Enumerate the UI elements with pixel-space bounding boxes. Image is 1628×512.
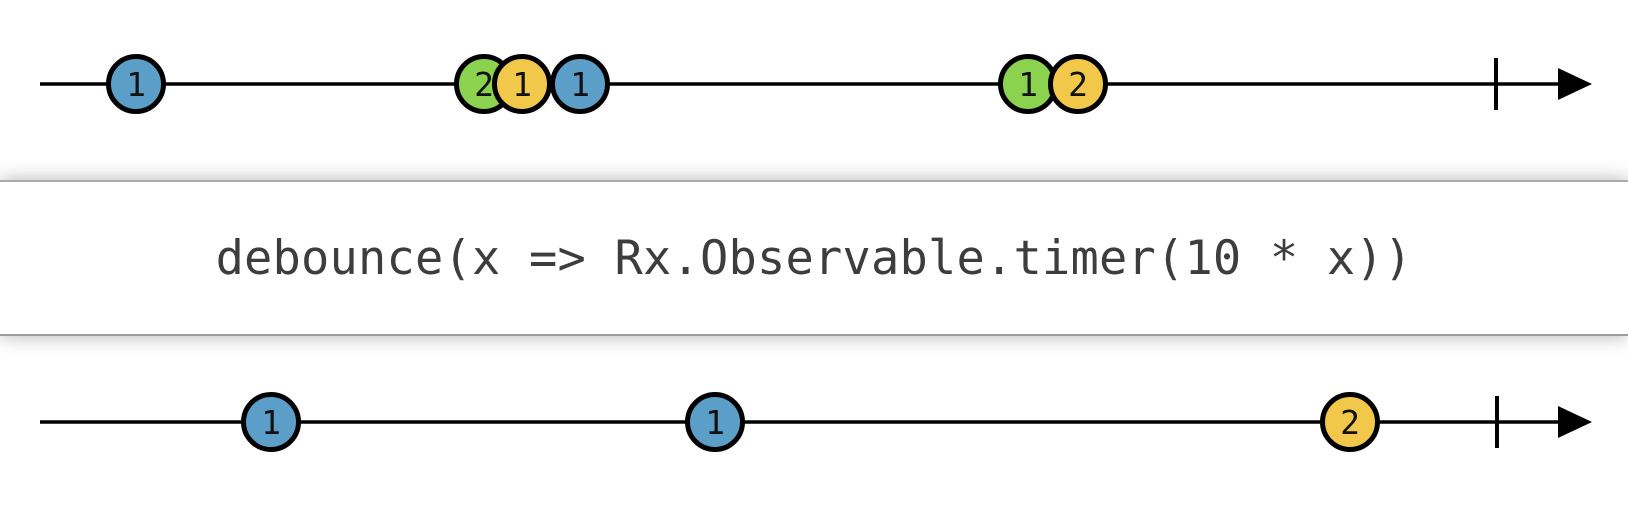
marble-blue-1: 1 [685,392,745,452]
marble-yellow-2: 2 [1320,392,1380,452]
svg-text:2: 2 [1068,65,1088,104]
svg-text:1: 1 [570,65,590,104]
operator-box: debounce(x => Rx.Observable.timer(10 * x… [0,180,1628,336]
arrow-head-icon [1558,68,1592,100]
svg-text:2: 2 [1340,403,1360,442]
output-stream-timeline: 1 1 2 [40,392,1592,452]
operator-expression: debounce(x => Rx.Observable.timer(10 * x… [215,230,1413,286]
svg-text:1: 1 [1018,65,1038,104]
marble-yellow-2[interactable]: 2 [1048,54,1108,114]
svg-text:2: 2 [474,65,494,104]
arrow-head-icon [1558,406,1592,438]
svg-text:1: 1 [705,403,725,442]
marble-green-1[interactable]: 1 [998,54,1058,114]
svg-text:1: 1 [126,65,146,104]
marble-blue-1: 1 [241,392,301,452]
marble-blue-1[interactable]: 1 [550,54,610,114]
svg-text:1: 1 [512,65,532,104]
marble-yellow-1[interactable]: 1 [492,54,552,114]
svg-text:1: 1 [261,403,281,442]
marble-blue-1[interactable]: 1 [106,54,166,114]
